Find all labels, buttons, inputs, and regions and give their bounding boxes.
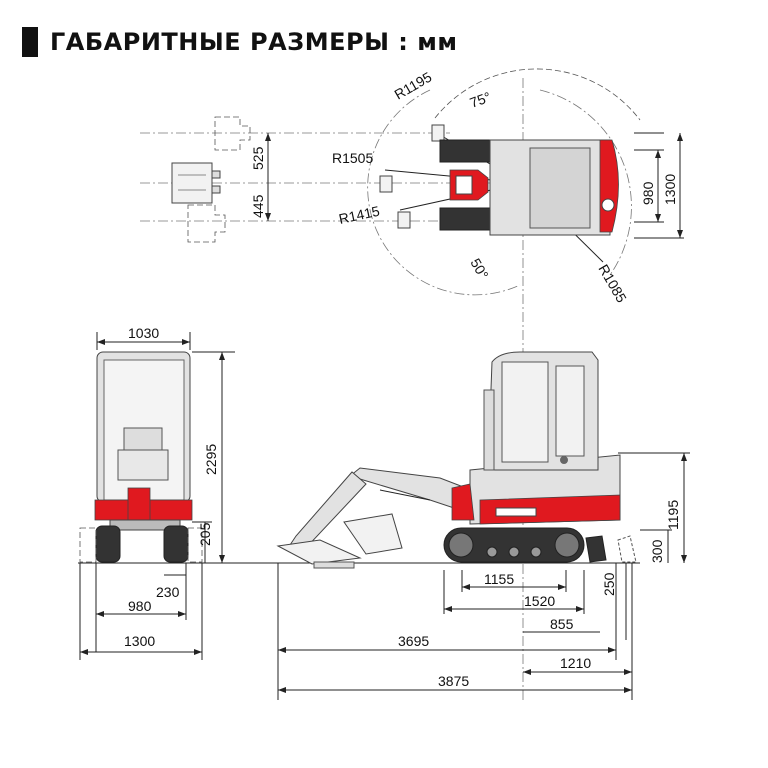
label-angle-75: 75° xyxy=(468,89,493,111)
bucket-body xyxy=(171,162,213,204)
side-handrail xyxy=(483,389,495,471)
front-view: 1030 2295 205 230 980 1300 xyxy=(78,325,640,660)
label-r1195: R1195 xyxy=(392,69,435,103)
bucket-pin xyxy=(211,185,221,194)
roller xyxy=(486,546,498,558)
swing-arc-1195 xyxy=(434,68,641,121)
front-blade-ghost-right xyxy=(187,527,203,563)
title-marker xyxy=(22,27,38,57)
track-lower xyxy=(439,207,491,231)
boom-cylinder xyxy=(379,489,431,501)
roller xyxy=(530,546,542,558)
front-seat xyxy=(123,427,163,451)
label-2295: 2295 xyxy=(203,444,219,475)
bucket-marker-1505 xyxy=(379,175,393,193)
dozer-blade xyxy=(585,535,607,563)
idler-front xyxy=(448,532,474,558)
front-track-right xyxy=(163,525,189,563)
title-text: ГАБАРИТНЫЕ РАЗМЕРЫ : мм xyxy=(50,28,458,56)
label-3875: 3875 xyxy=(438,673,469,689)
side-boom xyxy=(348,467,467,513)
counterweight-top xyxy=(599,139,619,233)
side-bucket xyxy=(343,513,403,555)
bucket-marker-1195 xyxy=(431,124,445,142)
arrowheads xyxy=(80,133,687,693)
swing-arc-1085 xyxy=(539,89,632,276)
side-view: 1195 300 250 1155 1520 855 3695 1210 387… xyxy=(80,133,690,700)
cab-roof xyxy=(529,147,591,229)
fuel-cap xyxy=(601,198,615,212)
track-upper xyxy=(439,139,491,163)
front-undercarriage xyxy=(109,519,181,531)
roller xyxy=(508,546,520,558)
front-track-left xyxy=(95,525,121,563)
label-1195: 1195 xyxy=(665,500,681,530)
sprocket-rear xyxy=(554,532,580,558)
label-r1415: R1415 xyxy=(337,203,381,227)
label-980-top: 980 xyxy=(640,181,656,205)
bucket-top-view xyxy=(171,162,221,204)
bucket-pin xyxy=(211,170,221,179)
side-arm xyxy=(287,471,367,551)
front-blade-ghost-left xyxy=(79,527,97,563)
arm-ghost-upper xyxy=(214,116,251,151)
label-205: 205 xyxy=(197,522,213,546)
side-light xyxy=(560,456,568,464)
side-bucket-ground xyxy=(276,539,362,565)
label-230: 230 xyxy=(156,584,180,600)
label-445: 445 xyxy=(250,194,266,218)
side-door-window xyxy=(501,361,549,463)
label-980-front: 980 xyxy=(128,598,152,614)
arm-ghost-lower xyxy=(187,204,226,243)
label-300: 300 xyxy=(649,539,665,563)
swing-arc-rear xyxy=(367,89,521,296)
dozer-blade-raised xyxy=(617,535,637,563)
side-rear-window xyxy=(555,365,585,457)
bucket-teeth xyxy=(313,561,355,569)
machine-top-view xyxy=(439,139,619,236)
label-1520: 1520 xyxy=(524,593,555,609)
label-1155: 1155 xyxy=(484,571,514,587)
page-title: ГАБАРИТНЫЕ РАЗМЕРЫ : мм xyxy=(22,26,457,58)
label-angle-50: 50° xyxy=(467,256,491,282)
label-r1085: R1085 xyxy=(595,262,630,306)
front-console xyxy=(117,449,169,481)
label-250: 250 xyxy=(601,572,617,596)
label-1210: 1210 xyxy=(560,655,591,671)
label-1300-front: 1300 xyxy=(124,633,155,649)
side-upper-red xyxy=(479,494,621,525)
label-1030: 1030 xyxy=(128,325,159,341)
boom-foot xyxy=(455,175,473,195)
side-track xyxy=(443,527,585,563)
label-1300-top: 1300 xyxy=(662,174,678,205)
label-525: 525 xyxy=(250,146,266,170)
label-3695: 3695 xyxy=(398,633,429,649)
bucket-marker-1415 xyxy=(397,211,411,229)
label-855: 855 xyxy=(550,616,574,632)
side-swing-bracket xyxy=(451,483,475,521)
label-r1505: R1505 xyxy=(332,150,373,166)
side-step xyxy=(495,507,537,517)
